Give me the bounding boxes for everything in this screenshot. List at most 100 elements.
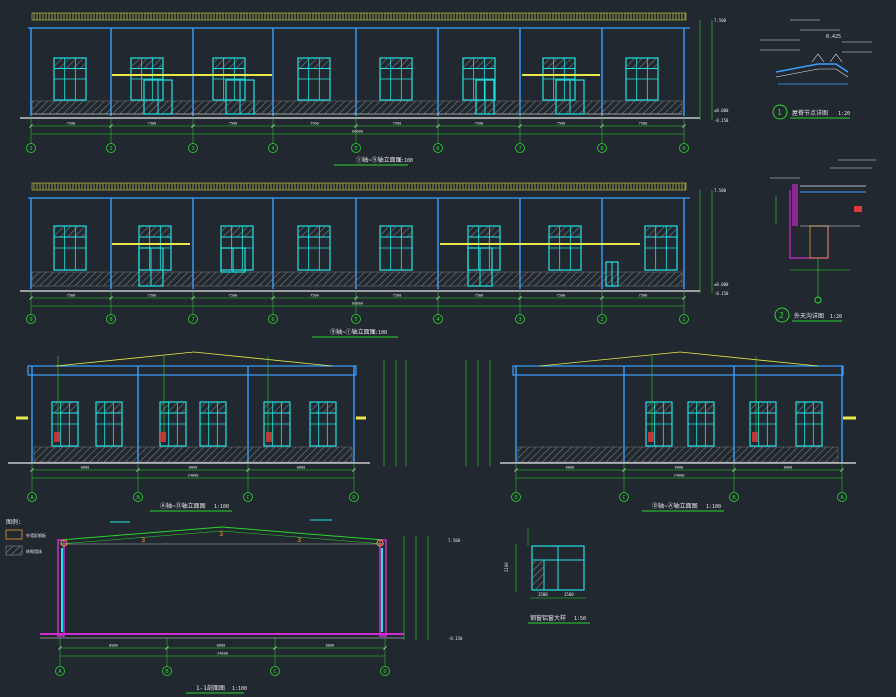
axis-label: 6 [436,146,439,152]
axis-label: 4 [436,317,440,323]
axis-bubble [433,314,443,324]
svg-text:7.500: 7.500 [714,188,727,193]
window-transom [469,227,499,237]
svg-text:3: 3 [219,530,223,538]
axis-bubble [351,314,361,324]
axis-bubble [619,492,629,502]
svg-text:±0.000: ±0.000 [714,282,729,287]
detail-1-elev: 0.425 [826,34,841,40]
axis-bubble [837,492,847,502]
window-transom [161,403,185,413]
dim-text: 8000 [81,466,90,470]
axis-bubble [268,143,278,153]
svg-text:-0.150: -0.150 [714,291,729,296]
detail-2-gutter: 2 外天沟详图 1:20 [770,159,876,323]
axis-label: A [58,669,62,675]
detail-2-number: 2 [779,311,784,320]
dim-total-text: 24000 [217,652,228,656]
axis-label: C [273,669,276,675]
window-transom [627,59,657,69]
axis-label: 1 [29,146,32,152]
elevation-1-title: ①轴~⑨轴立面图 [356,156,402,164]
downpipe-outlet [648,432,654,442]
elevation-2-levels: 7.500 ±0.000 -0.150 [699,188,729,296]
axis-label: 9 [682,146,685,152]
axis-bubble [243,492,253,502]
dim-text: 8000 [326,644,335,648]
elevation-1-levels: 7.500 ±0.000 -0.150 [699,18,729,123]
axis-bubble [679,143,689,153]
dim-text: 7500 [639,122,648,126]
axis-label: 1 [682,317,685,323]
downpipe-outlet [266,432,272,442]
dim-text: 8000 [217,644,226,648]
section-title: 1-1剖面图 [196,684,225,692]
axis-bubble [133,492,143,502]
elevation-4-levels [465,360,491,466]
elevation-1-scale: 1:100 [398,158,413,164]
elevation-3-title: Ⓐ轴~Ⓓ轴立面图 [160,502,206,510]
svg-text:7.500: 7.500 [448,538,461,543]
dim-text: 7500 [148,294,157,298]
svg-text:-0.150: -0.150 [448,636,463,641]
axis-label: B [165,669,169,675]
window-transom [222,227,252,237]
elevation-4-title: Ⓓ轴~Ⓐ轴立面图 [652,502,698,510]
detail-1-scale: 1:20 [838,111,850,117]
dim-text: 8000 [109,644,118,648]
axis-label: C [246,495,249,501]
axis-bubble [679,314,689,324]
axis-bubble [27,492,37,502]
axis-label: 7 [518,146,521,152]
window-transom [299,227,329,237]
wall-base-hatch [33,446,353,463]
axis-label: 2 [109,146,112,152]
legend-title: 图例: [6,518,22,526]
elevation-3-scale: 1:100 [214,504,229,510]
svg-text:3: 3 [141,536,145,544]
dim-text: 8000 [566,466,575,470]
axis-label: 6 [271,317,274,323]
wall-base-hatch [31,271,683,287]
window-transom [140,227,170,237]
axis-bubble [268,314,278,324]
dim-text: 7500 [229,122,238,126]
detail-2-title: 外天沟详图 [794,312,824,320]
window-detail: 2100 1500 1500 钢窗铝窗大样 1:50 [504,528,590,624]
axis-bubble [380,666,390,676]
window-transom [646,227,676,237]
elevation-4-scale: 1:100 [706,504,721,510]
window-transom [797,403,821,413]
detail-2-scale: 1:20 [830,314,842,320]
legend: 图例: 外墙彩钢板 砖砌墙体 [5,518,46,556]
dim-text: 8000 [784,466,793,470]
window-detail-title: 钢窗铝窗大样 [530,614,566,622]
axis-bubble [55,666,65,676]
dim-total-text: 60000 [352,130,363,134]
detail-1-title: 屋脊节点详图 [792,109,828,117]
svg-text:3: 3 [297,536,301,544]
axis-bubble [433,143,443,153]
axis-bubble [188,314,198,324]
axis-bubble [729,492,739,502]
axis-label: D [352,495,355,501]
axis-bubble [26,143,36,153]
axis-label: 3 [191,146,194,152]
window-transom [299,59,329,69]
section-scale: 1:100 [232,686,247,692]
dim-text: 7500 [229,294,238,298]
axis-bubble [597,314,607,324]
axis-label: 8 [600,146,603,152]
dim-text: 7500 [639,294,648,298]
axis-bubble [270,666,280,676]
window-transom [381,59,411,69]
window-transom [214,59,244,69]
dim-text: 8000 [189,466,198,470]
axis-bubble [515,143,525,153]
axis-bubble [106,314,116,324]
axis-bubble [349,492,359,502]
svg-text:-0.150: -0.150 [714,118,729,123]
